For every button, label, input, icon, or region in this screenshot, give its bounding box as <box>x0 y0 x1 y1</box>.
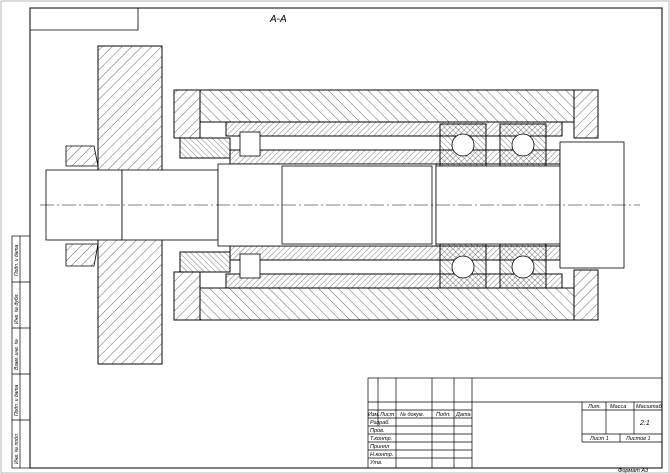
col-header-izm: Изм. <box>368 412 380 418</box>
bearing-top-right <box>499 123 547 167</box>
section-label: А-А <box>269 14 287 25</box>
row-label-prov: Пров. <box>370 428 385 434</box>
housing-bottom <box>199 287 575 321</box>
side-stamp <box>11 235 31 469</box>
nut <box>65 145 99 167</box>
format-label: Формат А3 <box>618 468 649 474</box>
title-block <box>367 377 663 469</box>
mass-header: Масса <box>610 404 626 410</box>
scale-header: Масштаб <box>636 404 663 410</box>
row-label-nkontr: Н.контр. <box>370 452 393 458</box>
bearing-top-left <box>439 123 487 167</box>
scale-value: 2:1 <box>639 420 650 427</box>
lit-header: Лит. <box>587 404 601 410</box>
bearing-bottom-right <box>499 243 547 289</box>
side-stamp-label-4: Подп. и дата <box>14 384 20 416</box>
col-header-doc: № докум. <box>400 412 424 418</box>
sheets-label: Листов 1 <box>625 436 651 442</box>
sheet-label: Лист 1 <box>589 436 609 442</box>
housing-top <box>199 89 575 123</box>
bearing-bottom-left <box>439 243 487 289</box>
assembly-drawing <box>40 45 640 365</box>
side-stamp-label-3: Взам. инв. № <box>14 338 20 370</box>
row-label-utv: Утв. <box>369 460 383 466</box>
side-stamp-label-2: Инв. № дубл. <box>14 293 20 324</box>
row-label-prinyal: Принял <box>370 444 389 450</box>
col-header-date: Дата <box>455 412 471 418</box>
row-label-razrab: Разраб. <box>370 420 390 426</box>
side-stamp-label-5: Инв. № подл. <box>14 433 20 464</box>
col-header-sign: Подп. <box>436 412 451 418</box>
side-stamp-label-1: Подп. и дата <box>14 244 20 276</box>
row-label-tkontr: Т.контр. <box>370 436 392 442</box>
col-header-list: Лист <box>379 412 395 418</box>
